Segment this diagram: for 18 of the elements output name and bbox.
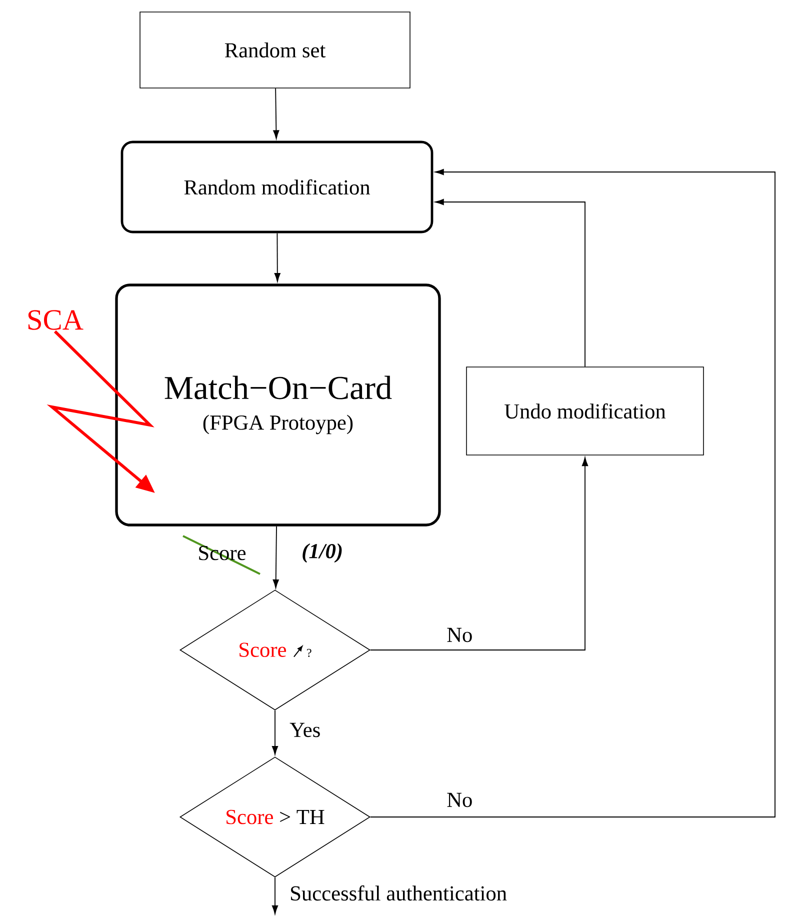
edge-label: No [447, 628, 472, 642]
process-box: Random modification [120, 140, 434, 234]
arrow [274, 232, 280, 282]
attack-label: SCA [28, 310, 84, 330]
edge-label: No [447, 792, 472, 808]
process-box: Undo modification [466, 366, 704, 456]
arrow [272, 876, 278, 914]
arrow [370, 168, 776, 818]
process-box: Match−On−Card (FPGA Protoype) [115, 284, 441, 526]
arrow [370, 457, 588, 650]
arrow [435, 198, 586, 368]
process-box: Random set [140, 12, 410, 88]
arrow [272, 526, 279, 588]
edge-label: Yes [290, 722, 320, 738]
edge-label: (1/0) [302, 543, 342, 563]
arrow [272, 710, 278, 755]
arrow [273, 88, 280, 139]
edge-label: Successful authentication [291, 885, 507, 901]
